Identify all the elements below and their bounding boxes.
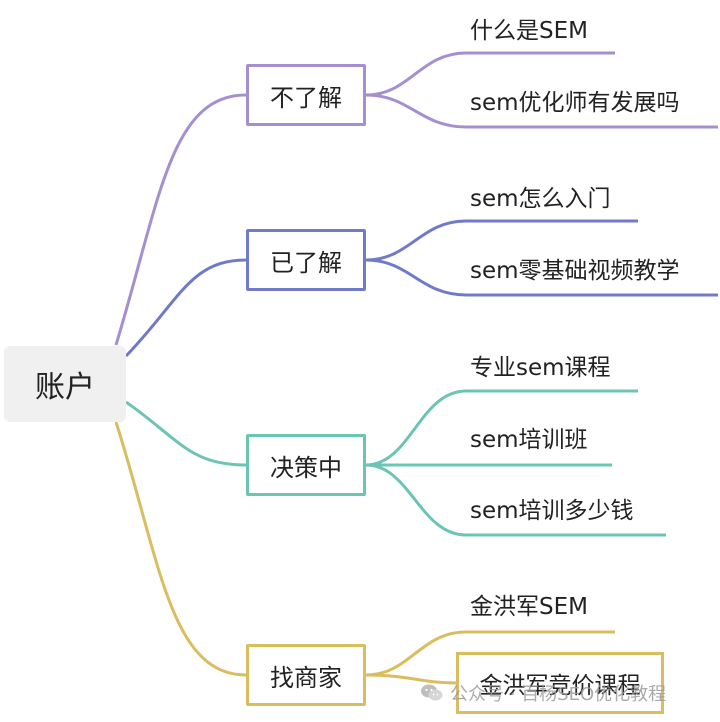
branch-2-label: 已了解 (270, 248, 342, 277)
root-node: 账户 (4, 346, 126, 422)
connector-branch-2-leaf-2 (365, 258, 718, 297)
leaf-label: 专业sem课程 (470, 355, 611, 381)
connector-branch-3-leaf-1 (365, 389, 638, 467)
branch-node-4: 找商家 (246, 644, 366, 706)
connector-root-branch-1 (114, 93, 247, 346)
leaf-label: sem怎么入门 (470, 186, 611, 212)
highlighted-leaf-label: 金洪军竞价课程 (479, 673, 641, 699)
connector-root-branch-4 (114, 421, 247, 677)
branch-node-2: 已了解 (246, 229, 366, 291)
connector-branch-2-leaf-1 (365, 219, 638, 262)
branch-1-label: 不了解 (270, 83, 342, 112)
branch-4-label: 找商家 (270, 663, 342, 692)
connector-branch-3-leaf-3 (365, 463, 666, 537)
leaf-label: 金洪军SEM (470, 594, 588, 620)
branch-node-1: 不了解 (246, 64, 366, 126)
connector-root-branch-3 (125, 400, 247, 467)
leaf-label: sem零基础视频教学 (470, 258, 680, 284)
leaf-label: sem培训多少钱 (470, 498, 634, 524)
connector-branch-1-leaf-1 (365, 51, 615, 97)
leaf-label: 什么是SEM (470, 18, 588, 44)
branch-3-label: 决策中 (270, 453, 342, 482)
leaf-label: sem优化师有发展吗 (470, 90, 680, 116)
watermark-text: 公众号 · 百杨SEO优化教程 (450, 684, 667, 705)
watermark: 公众号 · 百杨SEO优化教程 (420, 676, 666, 710)
connector-root-branch-2 (124, 258, 247, 358)
connector-branch-1-leaf-2 (365, 93, 718, 129)
connector-branch-4-leaf-2 (365, 673, 459, 685)
highlighted-leaf: 金洪军竞价课程 (456, 652, 664, 714)
leaf-label: sem培训班 (470, 427, 588, 453)
wechat-icon (421, 684, 443, 701)
branch-node-3: 决策中 (246, 434, 366, 496)
connector-branch-4-leaf-1 (365, 630, 615, 677)
root-label: 账户 (35, 370, 95, 405)
